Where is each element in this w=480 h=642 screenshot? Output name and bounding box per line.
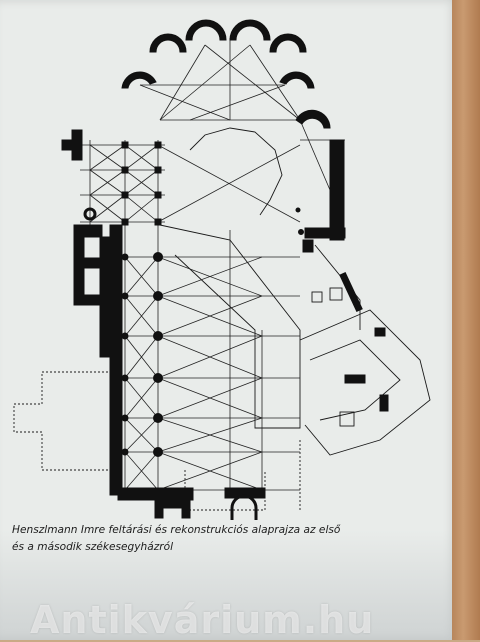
vault-diagonal [157,295,263,337]
apse-curve-outline [189,127,283,216]
apse-chapel [185,19,227,41]
vault-diagonal [157,451,263,491]
tower-stair [83,207,97,221]
choir-wall-east [329,139,345,241]
annex-wall [344,374,366,384]
pier [121,292,129,300]
annex-outline [299,309,431,456]
east-corridor [314,244,361,330]
apse-rib [249,44,301,121]
pier [121,141,129,149]
tower-stair [295,207,301,213]
vault-diagonal [157,256,263,297]
west-aisle-wall [99,236,111,358]
annex-inner [309,339,401,421]
cathedral-floor-plan [13,19,431,520]
vault-diagonal [124,194,159,223]
small-room-2 [329,287,343,301]
pier [121,332,129,340]
vault-diagonal [124,335,159,379]
apse-rib [189,84,286,121]
apse-chapel [279,71,315,89]
vault-diagonal [157,377,263,419]
page-shadow [0,530,458,640]
vault-diagonal [157,417,263,453]
north-wall [109,224,123,496]
south-portal [154,499,191,519]
vault-diagonal [124,451,159,491]
pier [154,141,162,149]
vault-diagonal [124,169,159,196]
book-page: Henszlmann Imre feltárási és rekonstrukc… [0,0,458,642]
apse-chapel [229,19,271,41]
vault-diagonal [124,256,159,297]
small-room-3 [339,411,355,427]
vault-diagonal [157,144,301,223]
apse-rib [139,84,231,121]
apse-chapel [269,33,307,53]
vault-diagonal [124,295,159,337]
pier [153,331,163,341]
vault-diagonal [89,194,126,223]
south-wall-east [224,487,266,499]
watermark-text: Antikvárium.hu [30,598,375,642]
apse-rib [299,119,331,191]
pier [121,448,129,456]
pier [153,252,163,262]
vault-diagonal [157,335,263,379]
vault-diagonal [89,169,126,196]
pier [121,414,129,422]
choir-wall-north [71,129,83,161]
pier [121,374,129,382]
south-portal-2 [230,494,258,520]
choir-wall-east-cap [304,227,346,239]
pier [154,218,162,226]
figure-caption: Henszlmann Imre feltárási és rekonstrukc… [12,522,432,556]
pier [153,373,163,383]
plan-outline-west [13,371,120,471]
apse-chapel [295,109,331,129]
annex-wall3 [374,327,386,337]
small-room-1 [311,291,323,303]
sacristy-wall [339,271,363,313]
south-wall [117,487,194,501]
east-pier [302,239,314,253]
annex-wall2 [379,394,389,412]
apse-rib [159,44,251,121]
apse-chapel [121,71,157,89]
pier [121,253,129,261]
caption-line-2: és a második székesegyházról [12,541,174,553]
caption-line-1: Henszlmann Imre feltárási és rekonstrukc… [12,524,341,536]
apse-chapel [149,33,187,53]
pier [121,166,129,174]
apse-rib [204,44,301,121]
pier [154,191,162,199]
pier [121,191,129,199]
pier [121,218,129,226]
vault-diagonal [124,417,159,453]
pier [153,447,163,457]
book-spine-edge [452,0,480,640]
pier [153,291,163,301]
vault-diagonal [124,144,159,171]
vault-diagonal [124,377,159,419]
pier [153,413,163,423]
vault-diagonal [89,144,126,171]
tower-stair [298,229,304,235]
apse-rib [159,44,206,121]
pier [154,166,162,174]
